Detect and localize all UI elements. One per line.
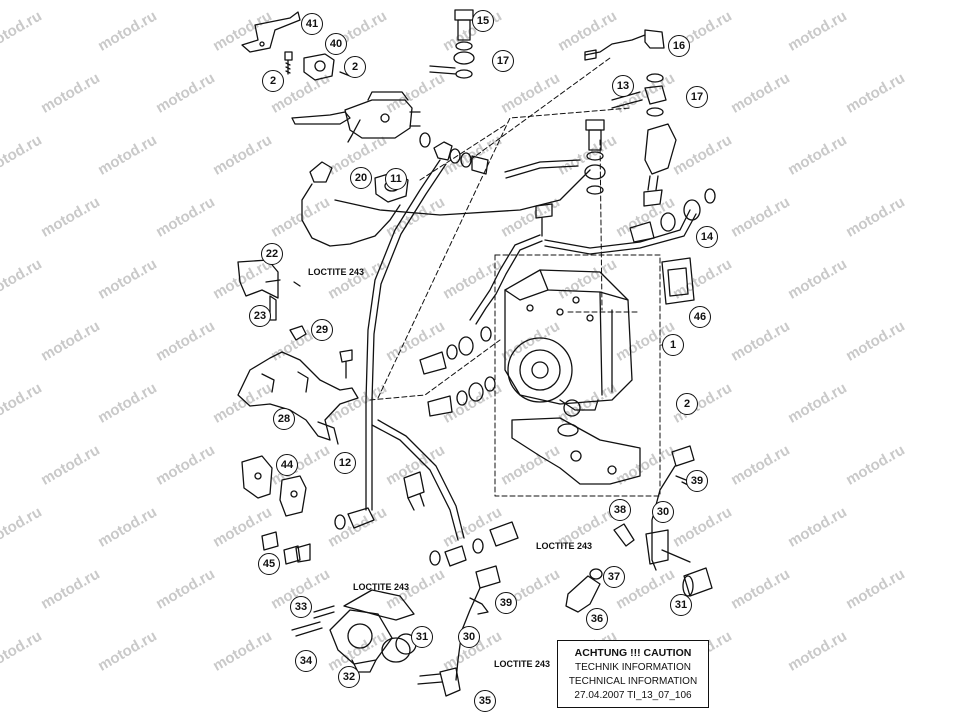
callout-30b: 30	[458, 626, 480, 648]
callout-15: 15	[472, 10, 494, 32]
callout-34: 34	[295, 650, 317, 672]
callout-16: 16	[668, 35, 690, 57]
callout-41: 41	[301, 13, 323, 35]
abs-left-fittings-drawing	[419, 203, 553, 417]
washer-38-drawing	[613, 523, 635, 547]
loctite-label-22: LOCTITE 243	[308, 267, 365, 277]
loctite-label-38: LOCTITE 243	[536, 541, 593, 551]
callout-36: 36	[586, 608, 608, 630]
brake-lines-drawing	[334, 159, 697, 541]
callout-11: 11	[385, 168, 407, 190]
callout-31b: 31	[670, 594, 692, 616]
callout-38: 38	[609, 499, 631, 521]
callout-12: 12	[334, 452, 356, 474]
loctite-label-33: LOCTITE 243	[353, 582, 410, 592]
callout-30a: 30	[652, 501, 674, 523]
callout-44: 44	[276, 454, 298, 476]
callout-2b: 2	[344, 56, 366, 78]
callout-20: 20	[350, 167, 372, 189]
bracket-41-drawing	[241, 11, 301, 53]
callout-2c: 2	[676, 393, 698, 415]
caution-info-box: ACHTUNG !!! CAUTION TECHNIK INFORMATION …	[557, 640, 709, 708]
callout-32: 32	[338, 666, 360, 688]
callout-17b: 17	[686, 86, 708, 108]
callout-2a: 2	[262, 70, 284, 92]
callout-28: 28	[273, 408, 295, 430]
callout-23: 23	[249, 305, 271, 327]
screws-29-drawing	[289, 325, 353, 379]
callout-13: 13	[612, 75, 634, 97]
callout-31a: 31	[411, 626, 433, 648]
banjo-11-drawing	[419, 132, 489, 175]
bolt-15-drawing	[429, 9, 475, 79]
caution-line-2: TECHNICAL INFORMATION	[568, 675, 698, 687]
loctite-label-35: LOCTITE 243	[494, 659, 551, 669]
callout-39b: 39	[495, 592, 517, 614]
callout-33: 33	[290, 596, 312, 618]
bolt-2-top-drawing	[284, 51, 293, 75]
callout-29: 29	[311, 319, 333, 341]
banjo-14-drawing	[629, 188, 716, 243]
callout-37: 37	[603, 566, 625, 588]
callout-22: 22	[261, 243, 283, 265]
callout-40: 40	[325, 33, 347, 55]
callout-35: 35	[474, 690, 496, 712]
bracket-28-drawing	[237, 351, 359, 445]
caliper-drawing	[291, 589, 417, 673]
pad-46-drawing	[661, 257, 695, 305]
wheel-sensor-right-drawing	[645, 445, 713, 597]
callout-17a: 17	[492, 50, 514, 72]
caution-line-1: TECHNIK INFORMATION	[575, 661, 691, 673]
caution-line-3: 27.04.2007 TI_13_07_106	[574, 689, 692, 701]
center-bolt-column-drawing	[584, 119, 606, 195]
master-cylinder-drawing	[291, 91, 421, 143]
clip-36-drawing	[565, 568, 603, 613]
callout-14: 14	[696, 226, 718, 248]
abs-unit-drawing	[504, 269, 641, 485]
callout-45: 45	[258, 553, 280, 575]
callout-46: 46	[689, 306, 711, 328]
bracket-44-drawing	[241, 455, 307, 517]
line-fittings-drawing	[334, 471, 519, 567]
hose-fitting-right-drawing	[643, 123, 677, 207]
caution-title: ACHTUNG !!! CAUTION	[574, 646, 692, 659]
callout-1: 1	[662, 334, 684, 356]
brake-switch-16-drawing	[584, 29, 667, 117]
clips-45-drawing	[261, 531, 311, 565]
dashed-relation-lines	[369, 57, 681, 497]
callout-39a: 39	[686, 470, 708, 492]
